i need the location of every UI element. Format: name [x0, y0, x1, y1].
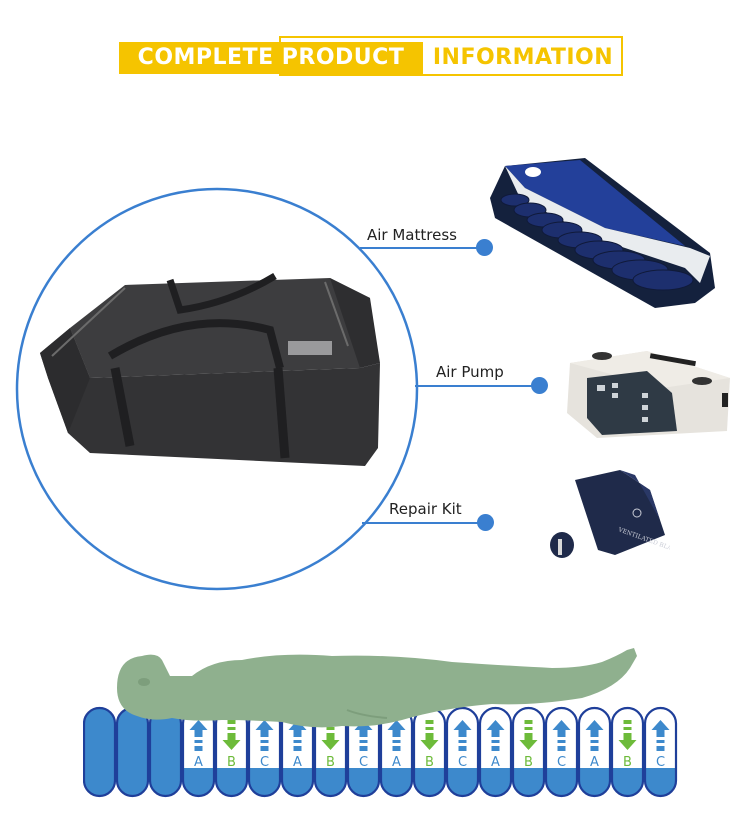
repair-kit-image: VENTILATED BLA — [550, 465, 670, 560]
package-circle — [15, 187, 419, 591]
air-cell-label: A — [194, 755, 203, 770]
callout-line-air-pump — [415, 385, 540, 387]
air-cell: B — [610, 706, 645, 798]
air-cell: C — [643, 706, 678, 798]
air-cell: A — [577, 706, 612, 798]
air-cell: C — [247, 706, 282, 798]
arrow-up-icon — [651, 720, 670, 751]
arrow-up-icon — [387, 720, 406, 751]
callout-dot-air-pump — [531, 377, 548, 394]
air-cell-label: B — [524, 755, 533, 770]
air-cell-label: A — [491, 755, 500, 770]
air-cell-label: C — [359, 755, 368, 770]
arrow-up-icon — [255, 720, 274, 751]
air-mattress-image — [485, 158, 725, 323]
arrow-down-icon — [222, 720, 241, 750]
air-cell-label: A — [590, 755, 599, 770]
arrow-up-icon — [453, 720, 472, 751]
callout-label-repair-kit: Repair Kit — [389, 500, 462, 518]
header-title-part1: COMPLETE PRODUCT — [137, 45, 405, 70]
air-cell-label: B — [425, 755, 434, 770]
air-cell: B — [412, 706, 447, 798]
header-fill-box — [119, 42, 423, 74]
arrow-up-icon — [354, 720, 373, 751]
callout-dot-repair-kit — [477, 514, 494, 531]
header-title-part2: INFORMATION — [432, 45, 614, 70]
human-body-silhouette — [112, 648, 652, 733]
air-cell: B — [511, 706, 546, 798]
air-cell: C — [445, 706, 480, 798]
air-cell-label: A — [293, 755, 302, 770]
arrow-up-icon — [288, 720, 307, 751]
air-cell-label: C — [656, 755, 665, 770]
callout-line-repair-kit — [362, 522, 484, 524]
air-cell: A — [478, 706, 513, 798]
air-pump-image — [562, 343, 732, 438]
air-cell-label: B — [326, 755, 335, 770]
arrow-down-icon — [420, 720, 439, 750]
air-cell-label: C — [458, 755, 467, 770]
air-cell-label: B — [227, 755, 236, 770]
air-cell-label: C — [260, 755, 269, 770]
arrow-up-icon — [189, 720, 208, 751]
arrow-up-icon — [552, 720, 571, 751]
arrow-up-icon — [585, 720, 604, 751]
air-cell: A — [280, 706, 315, 798]
carry-bag-image — [30, 268, 400, 478]
air-cell-label: B — [623, 755, 632, 770]
air-cell: B — [214, 706, 249, 798]
callout-label-air-mattress: Air Mattress — [367, 226, 457, 244]
callout-dot-air-mattress — [476, 239, 493, 256]
callout-line-air-mattress — [360, 247, 482, 249]
air-cell: A — [181, 706, 216, 798]
air-cell-label: A — [392, 755, 401, 770]
arrow-up-icon — [486, 720, 505, 751]
air-cell-label: C — [557, 755, 566, 770]
arrow-down-icon — [321, 720, 340, 750]
callout-label-air-pump: Air Pump — [436, 363, 504, 381]
arrow-down-icon — [618, 720, 637, 750]
air-cell: C — [346, 706, 381, 798]
arrow-down-icon — [519, 720, 538, 750]
air-cell-static — [83, 706, 117, 798]
air-cell: C — [544, 706, 579, 798]
